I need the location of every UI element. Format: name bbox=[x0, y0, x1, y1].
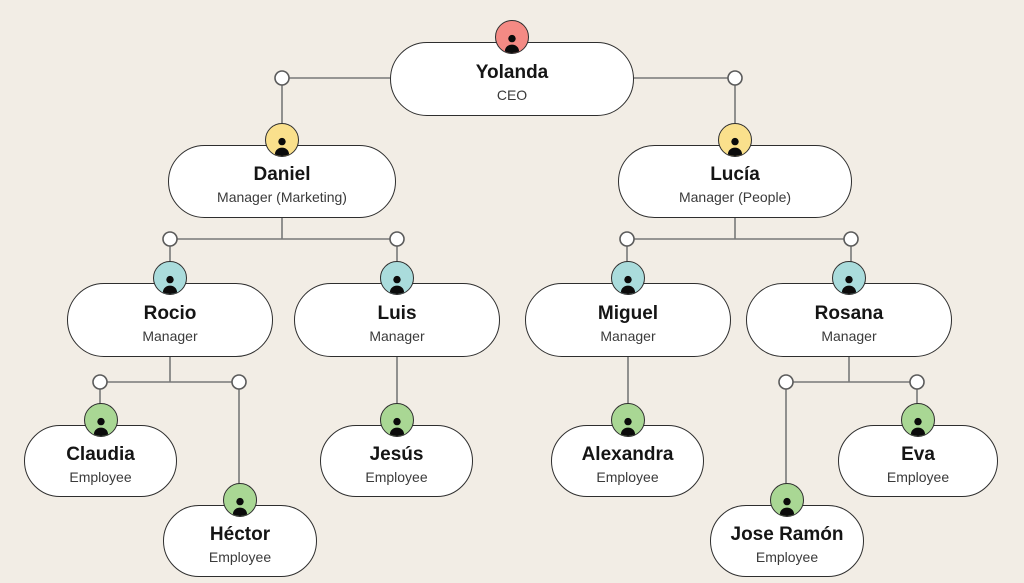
person-name: Rosana bbox=[814, 302, 884, 324]
person-name: Rocio bbox=[143, 302, 197, 324]
avatar bbox=[153, 261, 187, 295]
avatar bbox=[83, 403, 118, 437]
avatar bbox=[718, 123, 752, 157]
junction-dot bbox=[909, 374, 925, 390]
person-role: Manager (Marketing) bbox=[217, 189, 347, 206]
person-icon bbox=[93, 417, 108, 436]
avatar bbox=[265, 123, 299, 157]
junction-dot bbox=[843, 231, 859, 247]
person-role: CEO bbox=[496, 86, 528, 103]
junction-dot bbox=[274, 70, 290, 86]
avatar bbox=[495, 20, 529, 54]
person-role: Manager bbox=[142, 327, 198, 344]
person-name: Jesús bbox=[369, 443, 424, 465]
person-icon bbox=[910, 417, 926, 436]
person-icon bbox=[232, 497, 248, 516]
junction-dot bbox=[231, 374, 247, 390]
person-role: Manager bbox=[369, 327, 425, 344]
person-name: Eva bbox=[901, 443, 935, 465]
person-icon bbox=[389, 417, 404, 436]
avatar bbox=[610, 403, 645, 437]
person-role: Employee bbox=[755, 548, 819, 565]
person-icon bbox=[274, 137, 290, 156]
person-role: Manager (People) bbox=[678, 189, 792, 206]
person-icon bbox=[727, 137, 743, 156]
person-role: Employee bbox=[886, 468, 950, 485]
junction-dot bbox=[727, 70, 743, 86]
person-role: Employee bbox=[365, 468, 428, 485]
person-name: Miguel bbox=[597, 302, 659, 324]
avatar bbox=[832, 261, 866, 295]
avatar bbox=[770, 483, 804, 517]
person-name: Daniel bbox=[253, 164, 311, 186]
junction-dot bbox=[778, 374, 794, 390]
person-icon bbox=[620, 417, 635, 436]
person-name: Yolanda bbox=[475, 61, 549, 83]
avatar bbox=[611, 261, 645, 295]
person-role: Employee bbox=[596, 468, 659, 485]
person-name: Claudia bbox=[66, 443, 135, 465]
junction-dot bbox=[389, 231, 405, 247]
person-role: Employee bbox=[69, 468, 132, 485]
avatar bbox=[379, 403, 414, 437]
junction-dot bbox=[92, 374, 108, 390]
person-name: Lucía bbox=[710, 164, 760, 186]
person-icon bbox=[389, 275, 405, 294]
person-icon bbox=[620, 275, 636, 294]
junction-dot bbox=[619, 231, 635, 247]
person-icon bbox=[162, 275, 178, 294]
person-role: Employee bbox=[208, 548, 272, 565]
junction-dot bbox=[162, 231, 178, 247]
person-name: Alexandra bbox=[581, 443, 674, 465]
avatar bbox=[901, 403, 935, 437]
person-name: Jose Ramón bbox=[730, 523, 844, 545]
person-name: Héctor bbox=[209, 523, 271, 545]
person-name: Luis bbox=[377, 302, 417, 324]
person-icon bbox=[841, 275, 857, 294]
person-icon bbox=[504, 34, 520, 53]
avatar bbox=[223, 483, 257, 517]
person-role: Manager bbox=[821, 327, 877, 344]
avatar bbox=[380, 261, 414, 295]
person-role: Manager bbox=[600, 327, 656, 344]
person-icon bbox=[779, 497, 795, 516]
